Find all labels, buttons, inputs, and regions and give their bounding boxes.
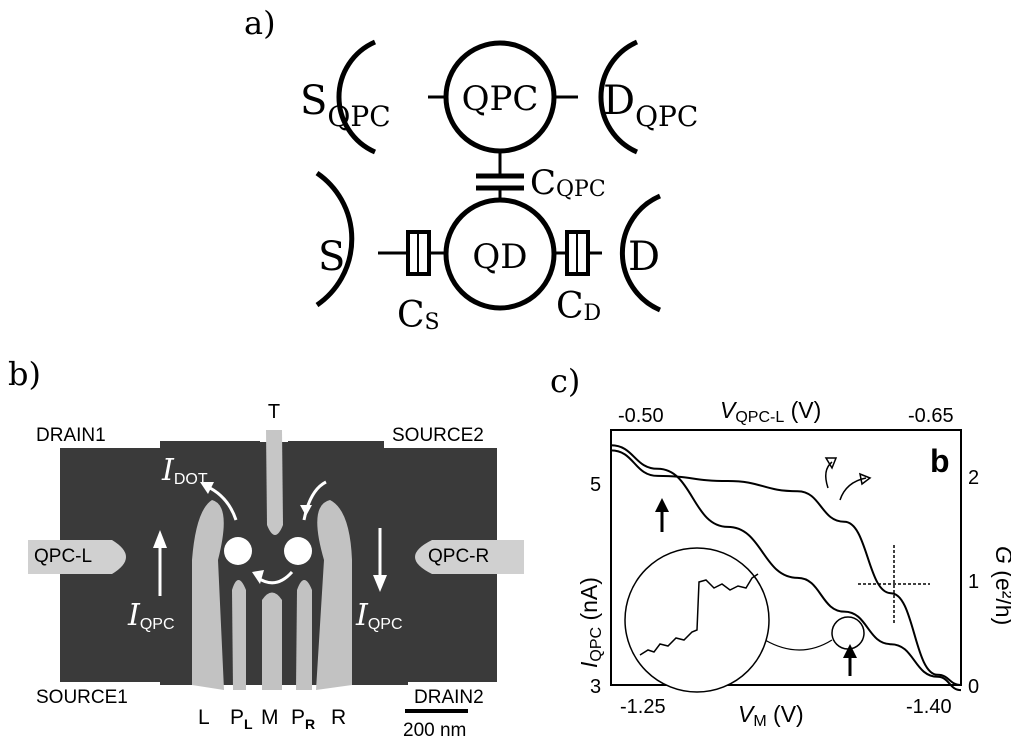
- right-tick-1: 1: [968, 571, 979, 593]
- i-qpc-arrow-right-head: [373, 575, 387, 592]
- drain2-label: DRAIN2: [414, 687, 484, 708]
- gate-m: [262, 592, 282, 690]
- axis-arrow-top-head: [824, 457, 838, 470]
- gate-pl: [232, 580, 246, 690]
- c-qpc-label: CQPC: [530, 163, 606, 203]
- inter-dot-arrow-head: [252, 570, 264, 584]
- drain-label: D: [628, 234, 660, 280]
- gate-qpc-r: [415, 540, 524, 574]
- source1-label-patch: [30, 682, 160, 709]
- bottom-tick-left: -1.25: [620, 696, 666, 718]
- d-qpc-reservoir-arc: [598, 39, 639, 155]
- step-arrow-right-head: [843, 644, 857, 658]
- s-qpc-label: SQPC: [300, 78, 391, 133]
- right-tick-2: 2: [968, 467, 979, 489]
- gate-l: [192, 500, 224, 690]
- panel-a-label: a): [244, 4, 276, 42]
- gate-pr: [296, 580, 312, 690]
- panel-c-label: c): [550, 362, 580, 400]
- i-dot-label: IDOT: [161, 453, 208, 488]
- panel-b-label: b): [8, 355, 41, 393]
- source2-label-patch: [384, 421, 514, 448]
- c-s-label: CS: [397, 295, 440, 336]
- gate-l-label: L: [198, 706, 210, 729]
- left-axis-label: IQPC (nA): [576, 577, 605, 668]
- bottom-tick-right: -1.40: [906, 696, 952, 718]
- zoom-inset-trace: [639, 573, 759, 656]
- bottom-axis-label: VM (V): [738, 701, 804, 730]
- left-tick-3: 3: [590, 676, 601, 698]
- d-qpc-label: DQPC: [603, 78, 698, 133]
- top-tick-left: -0.50: [618, 405, 664, 427]
- source2-label: SOURCE2: [392, 425, 484, 446]
- gate-qpc-l: [28, 540, 126, 574]
- qpc-l-label: QPC-L: [34, 546, 92, 567]
- right-axis-label: G (e²/h): [991, 546, 1011, 625]
- i-dot-arrow-left-head: [200, 482, 214, 494]
- right-tick-0: 0: [968, 676, 979, 698]
- source-label: S: [318, 234, 345, 280]
- c-d-label: CD: [556, 286, 601, 327]
- qd-node-label: QD: [472, 237, 527, 277]
- left-tick-5: 5: [590, 474, 601, 496]
- drain-reservoir-arc: [619, 193, 661, 313]
- axis-arrow-top: [825, 461, 833, 489]
- source1-label: SOURCE1: [36, 687, 128, 708]
- dot-right: [284, 537, 312, 565]
- i-qpc-label-right: IQPC: [355, 598, 403, 633]
- gate-m-label: M: [261, 706, 279, 729]
- top-gate-label: T: [268, 401, 280, 423]
- source-reservoir-arc: [315, 170, 355, 308]
- gate-r-label: R: [331, 706, 346, 729]
- gate-pl-label: PL: [230, 706, 253, 732]
- plot-frame: [610, 429, 962, 686]
- series-conductance-line: [610, 449, 962, 686]
- s-qpc-reservoir-arc: [336, 39, 377, 155]
- axis-arrow-right: [839, 477, 867, 501]
- panel-a: a) SQPC QPC DQPC CQPC S CS QD D CD: [244, 4, 698, 336]
- scale-bar-label: 200 nm: [403, 720, 466, 741]
- i-dot-arrow-right: [302, 480, 327, 521]
- top-axis-label: VQPC-L (V): [720, 397, 821, 426]
- gate-r: [316, 500, 352, 690]
- top-tick-right: -0.65: [908, 405, 954, 427]
- axis-arrow-right-head: [858, 472, 872, 486]
- i-dot-arrow-right-head: [300, 505, 312, 516]
- series-current-line: [610, 444, 962, 692]
- drain1-label-patch: [30, 421, 160, 448]
- i-qpc-label-left: IQPC: [127, 598, 175, 633]
- i-qpc-arrow-left-head: [153, 530, 167, 548]
- inset-label-b: b: [930, 443, 950, 479]
- step-arrow-left-head: [655, 498, 669, 512]
- gate-pr-label: PR: [291, 706, 315, 732]
- drain1-label: DRAIN1: [36, 425, 106, 446]
- qpc-node-label: QPC: [462, 79, 539, 119]
- panel-c: c) -0.50 -0.65 VQPC-L (V) -1.25 -1.40 VM…: [550, 362, 1011, 730]
- zoom-connector: [764, 639, 833, 651]
- drain2-label-patch: [408, 682, 518, 709]
- dot-left: [224, 537, 252, 565]
- qpc-r-label: QPC-R: [428, 546, 489, 567]
- gate-t: [266, 430, 283, 535]
- panel-b: b) DRAIN1 SOURCE2 SOURC: [8, 355, 524, 741]
- zoom-source-circle: [831, 616, 865, 650]
